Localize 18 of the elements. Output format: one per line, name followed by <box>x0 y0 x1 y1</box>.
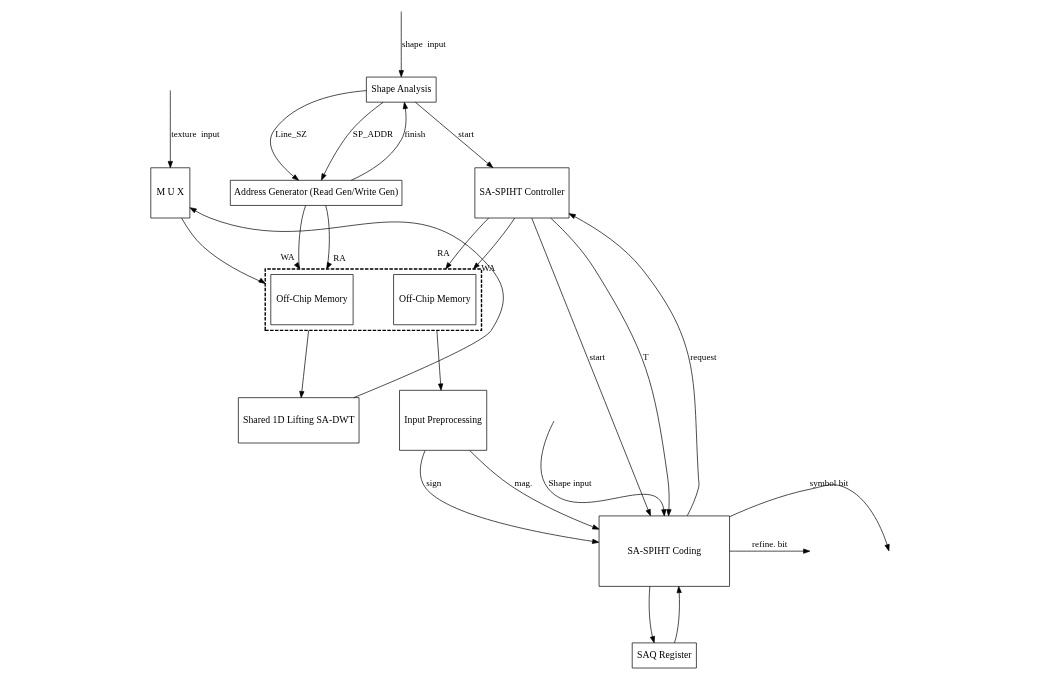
edge-label: RA <box>333 252 346 263</box>
edge-label: start <box>458 129 474 140</box>
edge-label: finish <box>404 129 426 140</box>
edge-label: T <box>643 351 649 362</box>
edge-label: RA <box>437 247 450 258</box>
edge-label: shape input <box>402 38 446 49</box>
edge-label: Line_SZ <box>275 129 307 140</box>
edge-label: texture input <box>171 129 220 140</box>
edge-label: WA <box>280 251 295 262</box>
edge-label: sign <box>426 477 442 488</box>
edge-label: WA <box>481 263 496 274</box>
edge-label: mag. <box>514 477 533 488</box>
edge-label: start <box>589 351 606 362</box>
edge-label: Shape input <box>548 477 592 488</box>
edge-label: SP_ADDR <box>352 129 394 140</box>
edge-label: refine. bit <box>752 538 788 549</box>
edge-label: request <box>690 351 717 362</box>
edge-label: symbol bit <box>809 477 849 488</box>
